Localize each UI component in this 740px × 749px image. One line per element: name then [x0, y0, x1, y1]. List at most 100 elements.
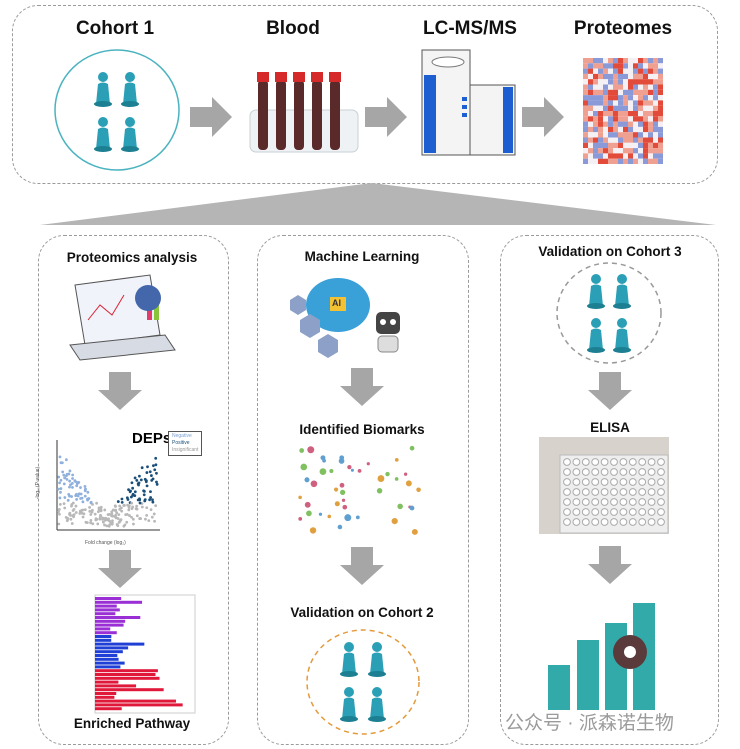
elisa-well	[638, 458, 647, 466]
lcms-instrument-icon	[421, 49, 516, 156]
heatmap-cell	[628, 100, 633, 106]
volcano-point	[72, 515, 75, 519]
volcano-point	[110, 514, 114, 518]
heatmap-cell	[598, 95, 603, 101]
pathway-bar	[95, 692, 117, 695]
heatmap-cell	[608, 121, 613, 127]
network-node	[409, 505, 415, 511]
volcano-plot	[56, 440, 160, 531]
heatmap-cell	[643, 58, 648, 64]
volcano-point	[152, 512, 156, 516]
network-node	[319, 468, 327, 476]
volcano-point	[131, 486, 135, 490]
heatmap-cell	[593, 73, 598, 80]
volcano-point	[89, 513, 93, 516]
volcano-point	[81, 515, 85, 519]
heatmap-cell	[598, 142, 603, 149]
volcano-point	[103, 508, 107, 512]
volcano-point	[151, 498, 154, 502]
heatmap-cell	[618, 73, 623, 80]
proteome-heatmap	[583, 58, 663, 164]
elisa-well	[619, 478, 628, 486]
elisa-well	[657, 468, 665, 476]
volcano-point	[122, 524, 126, 528]
heatmap-cell	[588, 121, 593, 127]
volcano-point	[154, 504, 158, 508]
volcano-point	[136, 498, 140, 502]
heatmap-cell	[603, 111, 608, 117]
heatmap-cell	[653, 116, 658, 122]
heatmap-cell	[588, 137, 593, 143]
heatmap-cell	[583, 89, 588, 96]
volcano-point	[154, 456, 158, 460]
heatmap-cell	[658, 116, 663, 122]
network-node	[344, 514, 352, 522]
heatmap-cell	[618, 111, 623, 117]
pathway-bar	[95, 703, 183, 707]
volcano-point	[120, 509, 124, 513]
volcano-point	[62, 502, 66, 506]
heatmap-cell	[593, 95, 598, 101]
heatmap-cell	[633, 132, 638, 138]
heatmap-cell	[653, 148, 658, 154]
volcano-point	[83, 508, 87, 511]
heatmap-cell	[633, 142, 638, 149]
cohort2-title: Validation on Cohort 2	[290, 605, 434, 620]
heatmap-cell	[658, 111, 663, 117]
network-node	[394, 458, 399, 462]
heatmap-cell	[623, 68, 628, 74]
heatmap-cell	[628, 68, 633, 74]
network-node	[385, 471, 390, 477]
volcano-point	[104, 516, 108, 520]
elisa-well	[610, 498, 618, 506]
volcano-point	[80, 508, 84, 512]
volcano-point	[71, 501, 75, 505]
heatmap-cell	[583, 79, 588, 85]
heatmap-cell	[628, 95, 633, 101]
volcano-point	[111, 508, 115, 512]
heatmap-cell	[658, 63, 663, 69]
volcano-point	[89, 521, 92, 525]
volcano-point	[150, 479, 154, 482]
volcano-point	[63, 476, 67, 480]
elisa-well	[657, 518, 665, 526]
heatmap-cell	[608, 58, 613, 64]
heatmap-cell	[623, 79, 628, 85]
heatmap-cell	[628, 105, 633, 111]
elisa-well	[628, 458, 637, 466]
elisa-well	[638, 498, 647, 506]
volcano-point	[129, 495, 133, 499]
elisa-well	[591, 488, 600, 496]
elisa-well	[657, 458, 665, 466]
cohort3-title: Validation on Cohort 3	[538, 244, 682, 259]
arrow-right-icon	[190, 97, 232, 137]
pathway-bar	[95, 619, 126, 623]
volcano-point	[130, 501, 134, 505]
volcano-point	[130, 481, 134, 485]
volcano-point	[72, 513, 76, 517]
heatmap-cell	[628, 116, 633, 122]
heatmap-cell	[643, 121, 648, 127]
heatmap-cell	[598, 137, 603, 143]
elisa-well	[572, 518, 581, 526]
heatmap-cell	[648, 73, 653, 80]
heatmap-cell	[643, 132, 648, 138]
heatmap-cell	[598, 132, 603, 138]
heatmap-cell	[583, 73, 588, 80]
heatmap-cell	[653, 63, 658, 69]
heatmap-cell	[638, 153, 643, 159]
heatmap-cell	[658, 95, 663, 101]
heatmap-cell	[613, 84, 618, 90]
volcano-point	[118, 507, 122, 511]
heatmap-cell	[613, 142, 618, 149]
elisa-well	[610, 518, 618, 526]
volcano-point	[87, 497, 91, 500]
heatmap-cell	[653, 100, 658, 106]
volcano-point	[83, 488, 87, 491]
elisa-well	[581, 468, 590, 476]
network-node	[304, 477, 310, 483]
volcano-point	[127, 488, 130, 492]
heatmap-cell	[598, 79, 603, 85]
step-lcms-title: LC-MS/MS	[423, 18, 517, 39]
heatmap-cell	[603, 116, 608, 122]
